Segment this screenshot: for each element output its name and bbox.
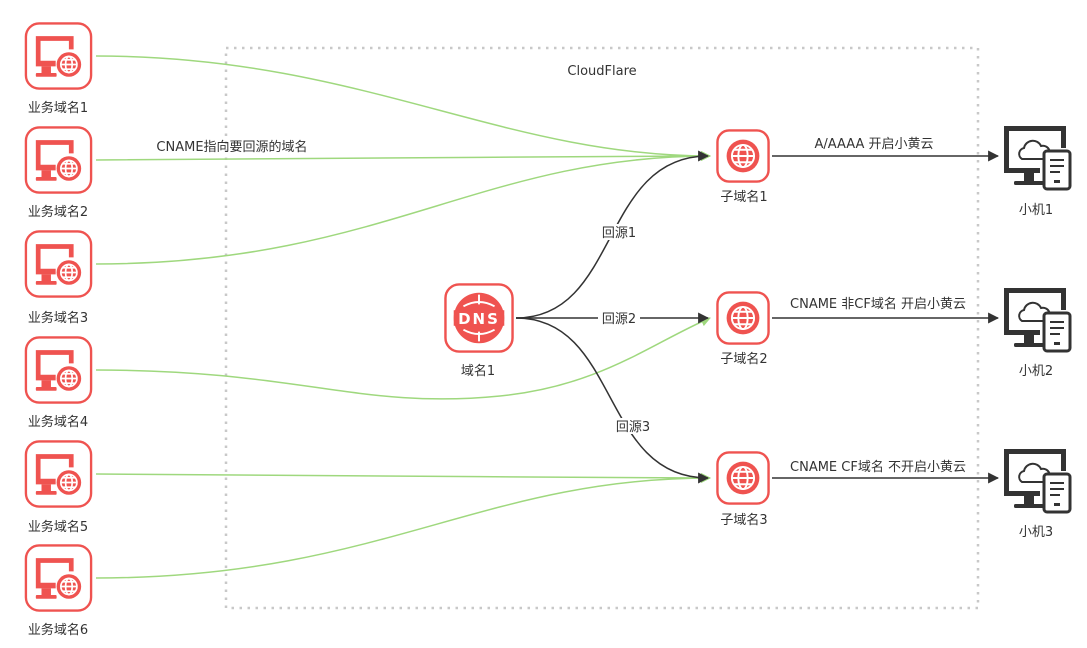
business-domain-label: 业务域名1 [28,100,88,116]
cloudflare-region [224,46,980,610]
machine-edges [772,150,1000,484]
globe-icon [716,451,770,505]
business-domain-2[interactable]: 业务域名2 [24,126,93,220]
monitor-globe-icon [24,336,93,404]
business-domain-3[interactable]: 业务域名3 [24,230,93,326]
edge-business-6-to-sub-3 [95,473,711,579]
dns-icon-text: DNS [458,310,500,328]
edge-business-1-to-sub-1 [95,55,711,161]
machine-1[interactable]: 小机1 [1002,124,1072,218]
machine-label: 小机2 [1019,364,1053,379]
origin-edge-label-1: 回源1 [602,226,636,241]
monitor-cloud-tablet-icon [1002,447,1072,514]
edge-business-4-to-sub-2 [95,316,711,400]
edge-business-3-to-sub-1 [95,151,711,265]
machine-edge-label-2: CNAME 非CF域名 开启小黄云 [790,296,966,312]
monitor-globe-icon [24,230,93,298]
green-edges [95,55,711,579]
machine-label: 小机3 [1019,525,1053,540]
business-domain-label: 业务域名4 [28,414,88,430]
subdomain-label: 子域名3 [720,512,767,528]
business-domain-1[interactable]: 业务域名1 [24,22,93,116]
subdomain-2[interactable]: 子域名2 [716,291,770,367]
business-domain-label: 业务域名2 [28,204,88,220]
business-domain-5[interactable]: 业务域名5 [24,440,93,535]
machine-edge-label-1: A/AAAA 开启小黄云 [814,137,933,152]
globe-icon [716,291,770,345]
business-domain-4[interactable]: 业务域名4 [24,336,93,430]
monitor-globe-icon [24,22,93,90]
dns-domain-label: 域名1 [461,363,495,379]
monitor-cloud-tablet-icon [1002,286,1072,353]
business-domain-label: 业务域名5 [28,519,88,535]
business-domain-label: 业务域名6 [28,622,88,638]
edge-business-2-to-sub-1 [95,151,711,162]
region-label: CloudFlare [567,64,636,79]
edge-dns-to-sub-3 [515,317,710,484]
cname-note: CNAME指向要回源的域名 [156,139,307,155]
business-domain-label: 业务域名3 [28,310,88,326]
subdomain-label: 子域名2 [720,351,767,367]
monitor-globe-icon [24,126,93,194]
origin-edge-label-3: 回源3 [616,420,650,435]
origin-edge-label-2: 回源2 [602,312,636,327]
machine-3[interactable]: 小机3 [1002,447,1072,540]
business-domain-6[interactable]: 业务域名6 [24,544,93,638]
dns-domain-node[interactable]: DNS 域名1 [444,283,514,379]
subdomain-1[interactable]: 子域名1 [716,129,770,205]
machine-2[interactable]: 小机2 [1002,286,1072,379]
monitor-globe-icon [24,544,93,612]
subdomain-label: 子域名1 [720,189,767,205]
monitor-globe-icon [24,440,93,508]
monitor-cloud-tablet-icon [1002,124,1072,191]
machine-edge-label-3: CNAME CF域名 不开启小黄云 [790,459,966,475]
globe-icon [716,129,770,183]
subdomain-3[interactable]: 子域名3 [716,451,770,528]
edge-business-5-to-sub-3 [95,472,711,483]
machine-label: 小机1 [1019,203,1053,218]
